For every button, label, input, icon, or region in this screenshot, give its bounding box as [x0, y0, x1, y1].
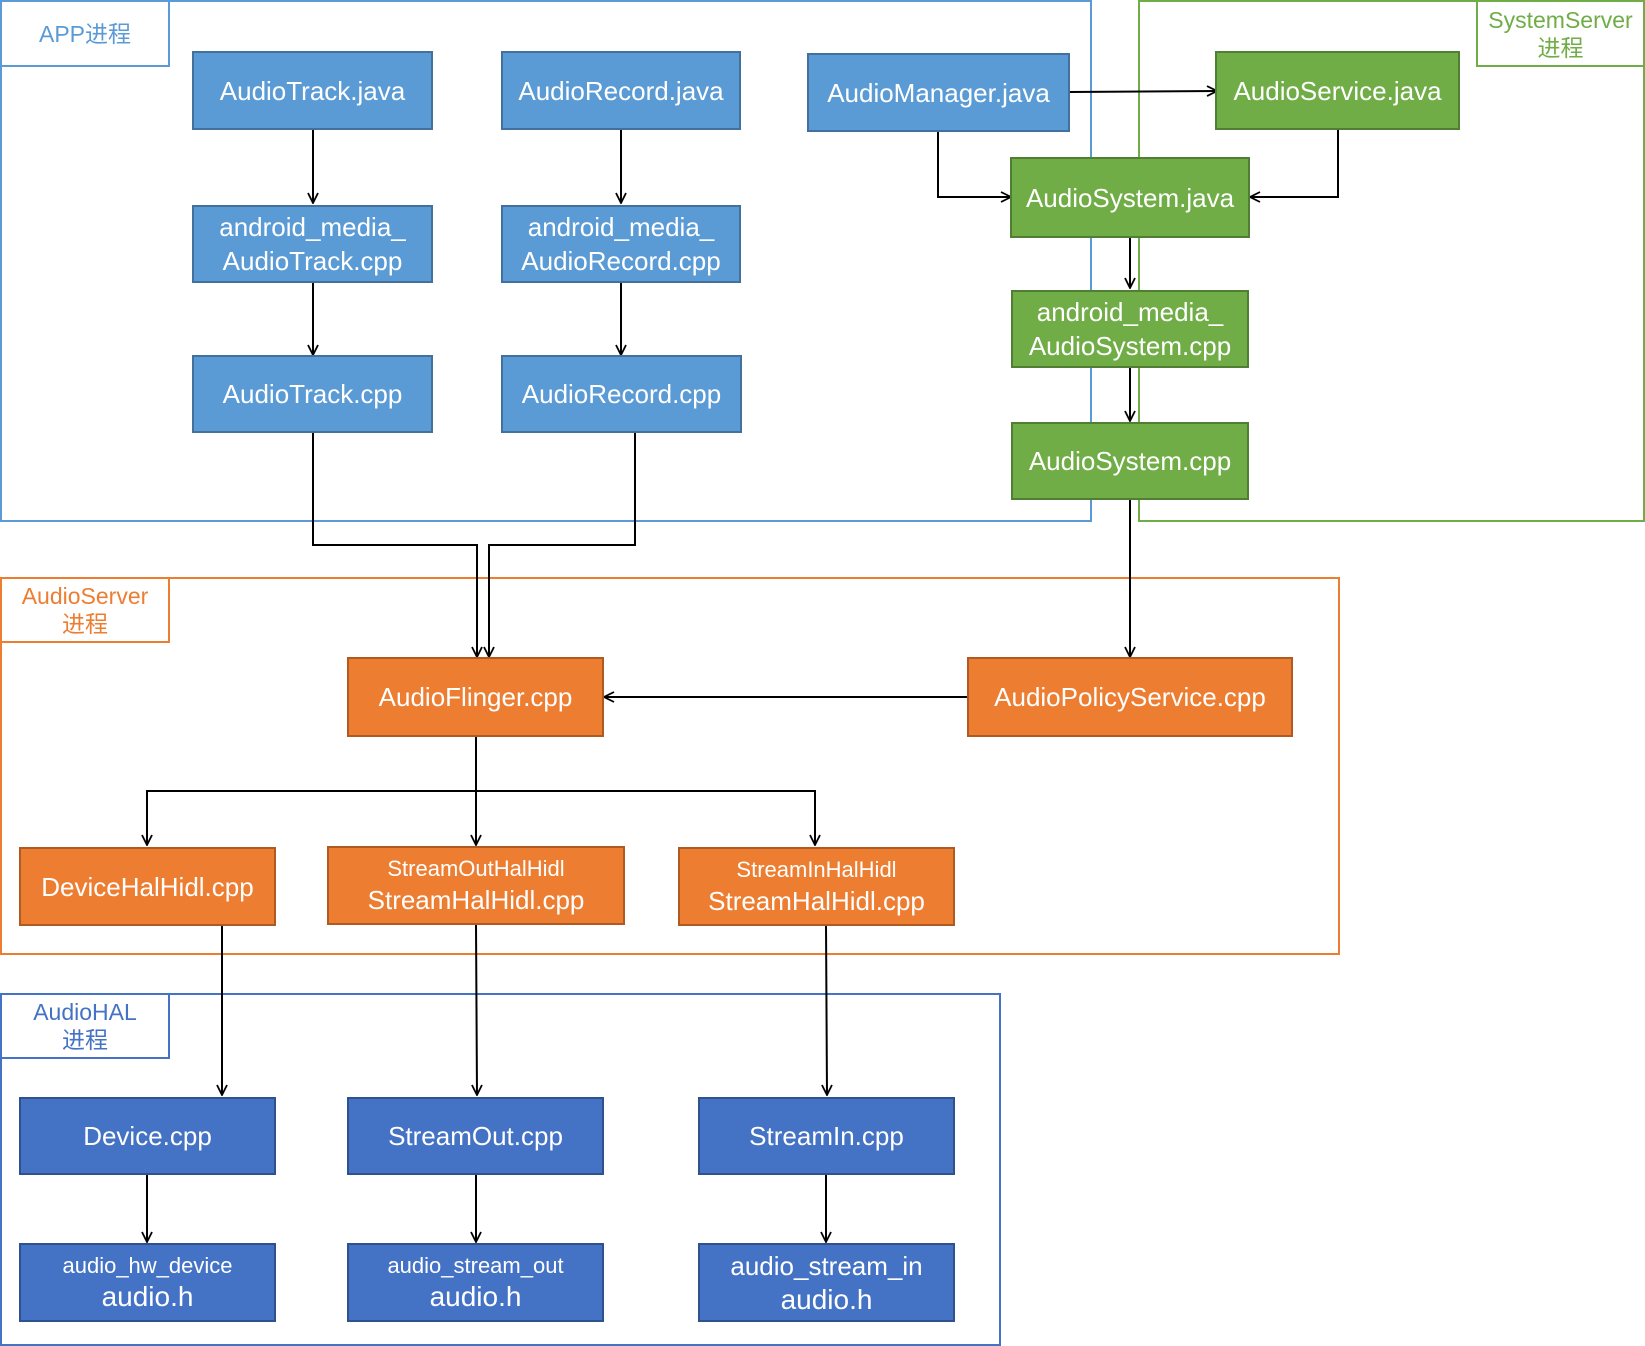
node-audiotrack-java[interactable]: AudioTrack.java: [192, 51, 433, 130]
node-streamin-halhidl-line2: StreamHalHidl.cpp: [708, 885, 925, 916]
node-audioservice-java[interactable]: AudioService.java: [1215, 51, 1460, 130]
node-audio-stream-out[interactable]: audio_stream_out audio.h: [347, 1243, 604, 1322]
node-audiorecord-cpp-label: AudioRecord.cpp: [521, 379, 722, 409]
node-streamout-halhidl[interactable]: StreamOutHalHidl StreamHalHidl.cpp: [327, 846, 625, 925]
node-jni-audiorecord[interactable]: android_media_ AudioRecord.cpp: [501, 205, 741, 283]
systemserver-process-label: SystemServer 进程: [1476, 0, 1645, 67]
node-audioflinger-cpp[interactable]: AudioFlinger.cpp: [347, 657, 604, 737]
node-jni-audiotrack-line2: AudioTrack.cpp: [222, 246, 403, 276]
node-jni-audiosystem[interactable]: android_media_ AudioSystem.cpp: [1011, 290, 1249, 368]
node-audioservice-java-label: AudioService.java: [1233, 75, 1442, 106]
node-jni-audiosystem-line2: AudioSystem.cpp: [1028, 331, 1232, 361]
node-streamin-cpp-label: StreamIn.cpp: [749, 1121, 904, 1151]
node-audio-hw-device[interactable]: audio_hw_device audio.h: [19, 1243, 276, 1322]
node-streamout-cpp-label: StreamOut.cpp: [388, 1121, 563, 1151]
audioserver-label-line2: 进程: [62, 611, 108, 637]
systemserver-label-line1: SystemServer: [1488, 6, 1633, 33]
node-audiomanager-java-label: AudioManager.java: [827, 77, 1050, 108]
node-audio-stream-out-line2: audio.h: [429, 1280, 522, 1312]
node-device-cpp[interactable]: Device.cpp: [19, 1097, 276, 1175]
audiohal-process-region: [0, 993, 1001, 1346]
audioserver-process-label: AudioServer 进程: [0, 577, 170, 643]
node-streamin-halhidl[interactable]: StreamInHalHidl StreamHalHidl.cpp: [678, 847, 955, 926]
node-streamin-halhidl-line1: StreamInHalHidl: [736, 856, 897, 882]
node-audiosystem-java-label: AudioSystem.java: [1025, 182, 1235, 213]
node-audiorecord-java[interactable]: AudioRecord.java: [501, 51, 741, 130]
node-streamin-cpp[interactable]: StreamIn.cpp: [698, 1097, 955, 1175]
audioserver-label-line1: AudioServer: [21, 583, 149, 609]
node-jni-audiorecord-line1: android_media_: [527, 212, 715, 242]
node-audio-stream-in-line2: audio.h: [780, 1283, 873, 1315]
node-device-cpp-label: Device.cpp: [83, 1121, 212, 1151]
node-audioflinger-cpp-label: AudioFlinger.cpp: [378, 682, 573, 712]
audioserver-process-region: [0, 577, 1340, 955]
node-audio-hw-device-line2: audio.h: [101, 1280, 194, 1312]
audiohal-process-label: AudioHAL 进程: [0, 993, 170, 1059]
node-devicehalhidl-cpp[interactable]: DeviceHalHidl.cpp: [19, 847, 276, 926]
node-audiotrack-java-label: AudioTrack.java: [219, 75, 406, 106]
node-audio-stream-in-line1: audio_stream_in: [730, 1250, 923, 1281]
node-streamout-halhidl-line1: StreamOutHalHidl: [387, 855, 565, 881]
node-devicehalhidl-cpp-label: DeviceHalHidl.cpp: [41, 871, 254, 902]
node-jni-audiorecord-line2: AudioRecord.cpp: [521, 246, 721, 276]
node-audiopolicyservice-cpp[interactable]: AudioPolicyService.cpp: [967, 657, 1293, 737]
node-audiosystem-java[interactable]: AudioSystem.java: [1010, 157, 1250, 238]
node-audiotrack-cpp-label: AudioTrack.cpp: [222, 379, 403, 409]
systemserver-label-line2: 进程: [1537, 34, 1584, 61]
node-audiosystem-cpp-label: AudioSystem.cpp: [1028, 446, 1232, 476]
node-audio-hw-device-line1: audio_hw_device: [62, 1252, 233, 1278]
app-process-label: APP进程: [0, 0, 170, 67]
node-jni-audiotrack[interactable]: android_media_ AudioTrack.cpp: [192, 205, 433, 283]
node-jni-audiotrack-line1: android_media_: [219, 212, 406, 242]
node-audiopolicyservice-cpp-label: AudioPolicyService.cpp: [994, 682, 1266, 712]
app-process-label-text: APP进程: [38, 20, 132, 47]
node-streamout-cpp[interactable]: StreamOut.cpp: [347, 1097, 604, 1175]
node-jni-audiosystem-line1: android_media_: [1036, 297, 1224, 327]
node-audiorecord-cpp[interactable]: AudioRecord.cpp: [501, 355, 742, 433]
node-audiosystem-cpp[interactable]: AudioSystem.cpp: [1011, 422, 1249, 500]
systemserver-process-region: [1138, 0, 1645, 522]
node-audiomanager-java[interactable]: AudioManager.java: [807, 53, 1070, 132]
audiohal-label-line2: 进程: [62, 1027, 108, 1053]
node-audiorecord-java-label: AudioRecord.java: [518, 75, 724, 106]
audiohal-label-line1: AudioHAL: [33, 999, 137, 1025]
node-streamout-halhidl-line2: StreamHalHidl.cpp: [367, 884, 585, 915]
node-audiotrack-cpp[interactable]: AudioTrack.cpp: [192, 355, 433, 433]
node-audio-stream-in[interactable]: audio_stream_in audio.h: [698, 1243, 955, 1322]
node-audio-stream-out-line1: audio_stream_out: [387, 1252, 564, 1278]
